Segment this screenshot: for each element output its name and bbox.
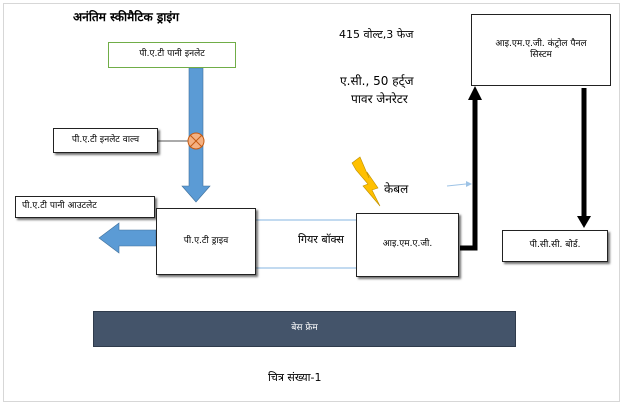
power-generator-label: पावर जेनरेटर xyxy=(351,92,408,106)
ac-frequency-label: ए.सी., 50 हर्ट्ज xyxy=(340,74,414,88)
pcc-board-label: पी.सी.सी. बोर्ड. xyxy=(529,240,581,251)
pat-inlet-valve-box: पी.ए.टी इनलेट वाल्व xyxy=(53,128,158,153)
base-frame-bar: बेस फ्रेम xyxy=(93,311,516,347)
base-frame-label: बेस फ्रेम xyxy=(291,323,318,334)
pat-water-outlet-box: पी.ए.टी पानी आउटलेट xyxy=(15,196,155,218)
pat-inlet-valve-label: पी.ए.टी इनलेट वाल्व xyxy=(71,134,140,145)
cable-pointer-head xyxy=(466,181,472,187)
control-panel-box: आइ.एम.ए.जी. कंट्रोल पैनल सिस्टम xyxy=(471,14,611,86)
figure-frame xyxy=(3,3,620,402)
cable-label: केबल xyxy=(384,182,409,196)
imag-box: आइ.एम.ए.जी. xyxy=(356,213,459,277)
diagram-title: अनंतिम स्कीमैटिक ड्राइंग xyxy=(73,10,180,24)
voltage-label: 415 वोल्ट,3 फेज xyxy=(339,28,414,41)
gearbox-label: गियर बॉक्स xyxy=(298,233,344,246)
pcc-board-box: पी.सी.सी. बोर्ड. xyxy=(502,230,608,262)
pat-water-inlet-box: पी.ए.टी पानी इनलेट xyxy=(108,42,236,68)
cable-line xyxy=(460,98,478,251)
cable-pointer xyxy=(446,183,467,187)
pat-water-inlet-label: पी.ए.टी पानी इनलेट xyxy=(139,49,205,60)
lightning-icon xyxy=(351,156,381,207)
pat-drive-label: पी.ए.टी ड्राइव xyxy=(183,235,229,246)
figure-caption: चित्र संख्या-1 xyxy=(268,371,322,384)
control-panel-label: आइ.एम.ए.जी. कंट्रोल पैनल सिस्टम xyxy=(495,38,587,60)
cable-arrowhead xyxy=(468,86,482,100)
imag-label: आइ.एम.ए.जी. xyxy=(382,239,433,250)
pat-drive-box: पी.ए.टी ड्राइव xyxy=(156,208,256,275)
panel-to-pcc-arrowhead xyxy=(577,216,591,228)
outlet-flow-arrow xyxy=(98,222,157,254)
pat-water-outlet-label: पी.ए.टी पानी आउटलेट xyxy=(22,201,97,212)
